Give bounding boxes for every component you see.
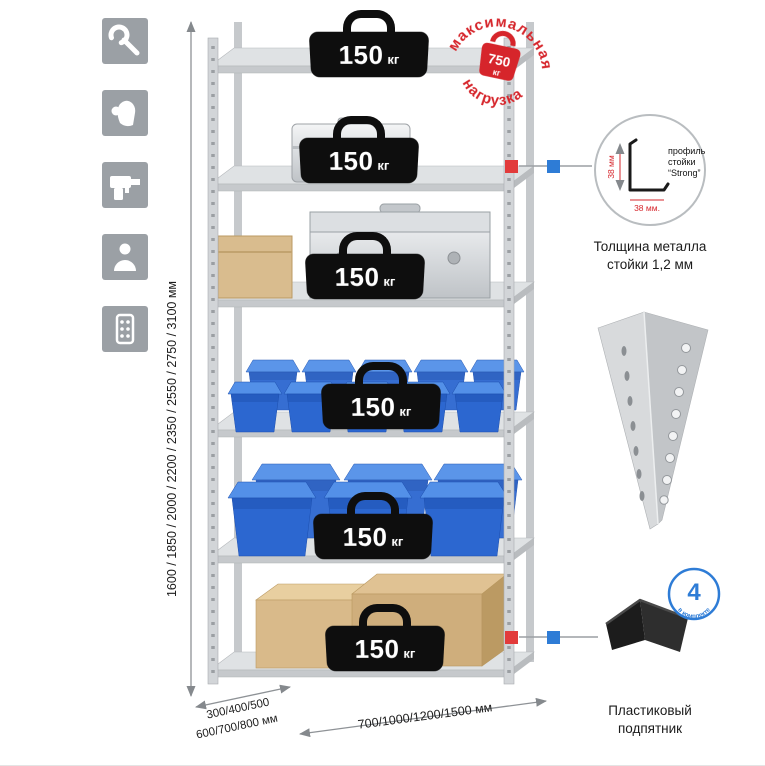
weight-handle	[359, 604, 411, 628]
weight-handle	[355, 362, 407, 386]
marker-blue-bottom	[547, 631, 560, 644]
rack-back-post-left	[234, 22, 242, 662]
width-dimension-label: 700/1000/1200/1500 мм	[356, 700, 494, 732]
foot-badge-value: 4	[687, 579, 701, 606]
marker-red-top	[505, 160, 518, 173]
gloves-icon	[102, 90, 148, 136]
weight-handle	[347, 492, 399, 516]
profile-dim-horizontal: 38 мм.	[634, 203, 660, 213]
plastic-foot-image	[605, 598, 689, 652]
stamp-text-bottom: нагрузка	[455, 73, 528, 115]
angle-post-slots	[621, 346, 645, 501]
load-unit: кг	[387, 52, 400, 67]
cardboard-box-small	[217, 235, 293, 299]
max-load-stamp: максимальная нагрузка 750 кг	[443, 3, 564, 116]
stamp-weight-value: 750	[487, 51, 512, 70]
svg-text:стойки: стойки	[668, 157, 696, 167]
drill-icon	[102, 162, 148, 208]
foot-caption: Пластиковый подпятник	[608, 703, 692, 736]
person-icon	[102, 234, 148, 280]
rack-front-post-right	[503, 37, 515, 685]
svg-text:нагрузка: нагрузка	[455, 73, 528, 115]
stamp-weight-unit: кг	[492, 67, 502, 77]
foot-quantity-badge: 4 в комплекте	[667, 567, 721, 621]
angle-post-image	[597, 311, 709, 530]
marker-red-bottom	[505, 631, 518, 644]
profile-dim-vertical: 38 мм	[606, 155, 616, 179]
svg-text:профиль: профиль	[668, 146, 706, 156]
profile-dimensions: 38 мм 38 мм.	[606, 143, 664, 213]
load-value: 150	[338, 39, 384, 70]
weight-handle	[333, 116, 385, 140]
weight-handle	[339, 232, 391, 256]
marker-blue-top	[547, 160, 560, 173]
height-dimension-label: 1600 / 1850 / 2000 / 2200 / 2350 / 2550 …	[165, 280, 179, 598]
angle-post-holes	[659, 343, 691, 505]
svg-text:“Strong”: “Strong”	[668, 168, 701, 178]
rack-back-post-right	[526, 22, 534, 662]
rack-post-icon	[102, 306, 148, 352]
profile-callout: 38 мм 38 мм. профиль стойки “Strong”	[594, 114, 706, 226]
profile-label: профиль стойки “Strong”	[668, 146, 706, 178]
stamp-weight-icon: 750 кг	[479, 30, 521, 81]
rack-front-post-left	[207, 37, 219, 685]
weight-handle	[343, 10, 395, 34]
wrench-icon	[102, 18, 148, 64]
profile-drawing	[628, 138, 670, 192]
profile-caption: Толщина металла стойки 1,2 мм	[593, 239, 707, 272]
